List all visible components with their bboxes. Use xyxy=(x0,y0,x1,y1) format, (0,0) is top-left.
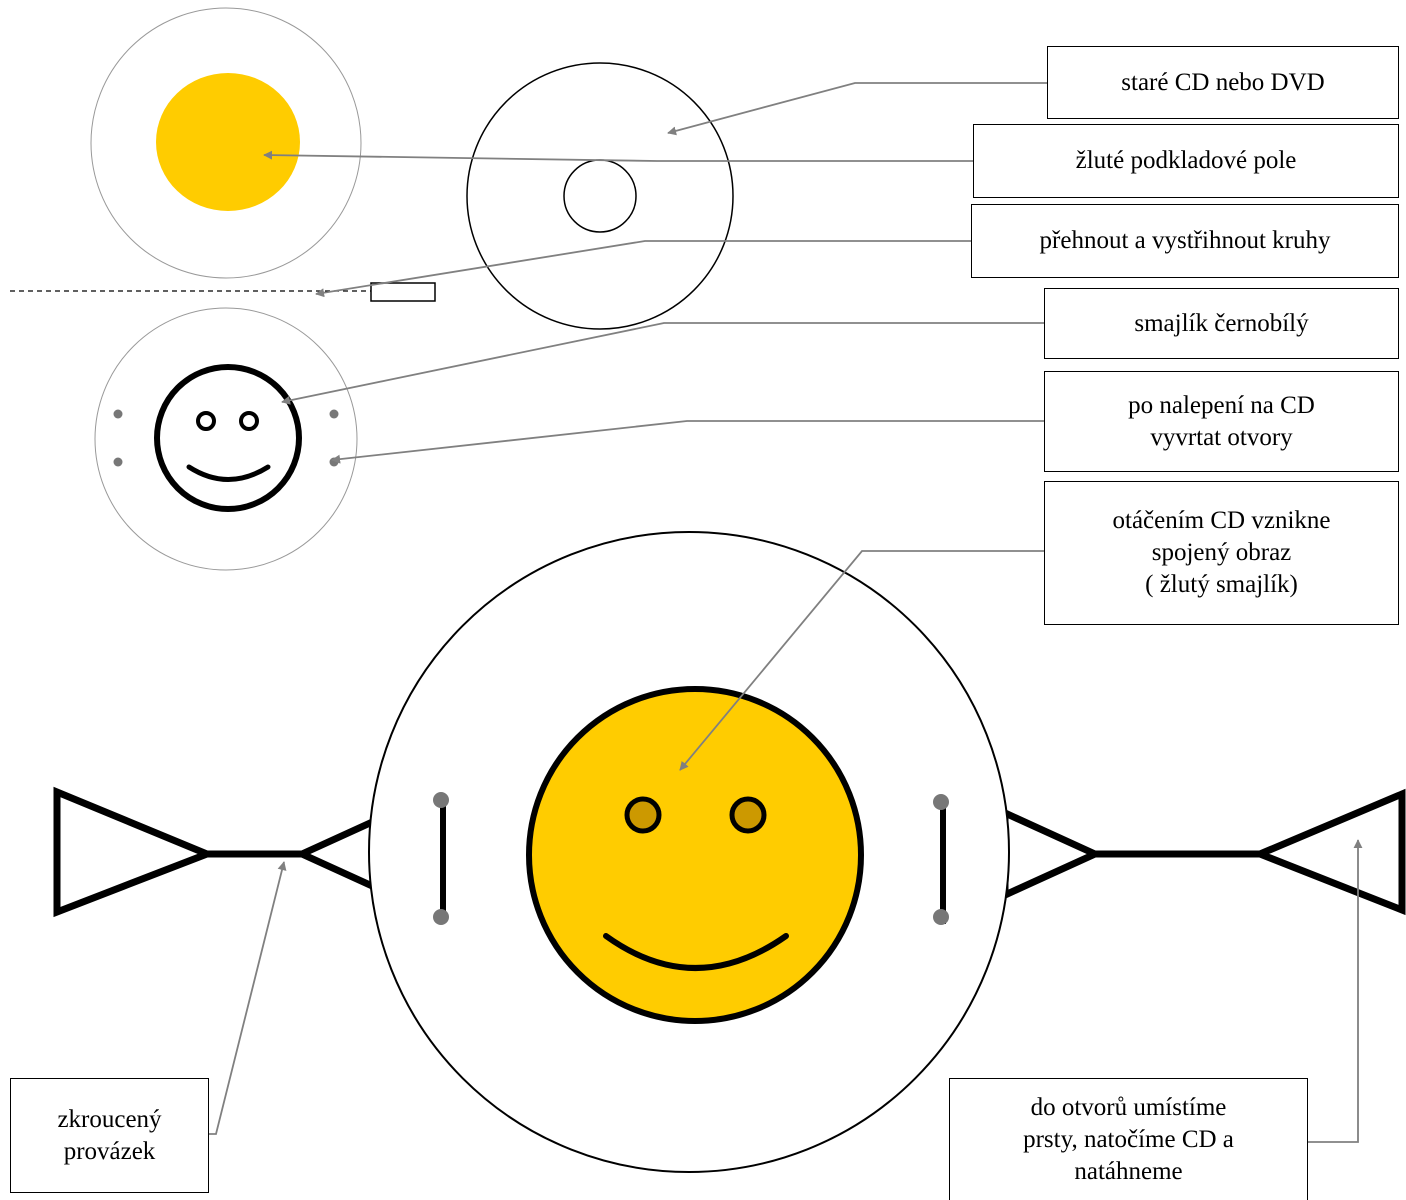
label-twisted-string: zkroucený provázek xyxy=(10,1078,209,1193)
cd-disc xyxy=(466,62,734,330)
hole-marker xyxy=(433,909,449,925)
hole-marker xyxy=(113,457,123,467)
yellow-smiley-eye-left xyxy=(624,796,662,834)
hole-marker xyxy=(933,794,949,810)
string-right xyxy=(1001,788,1406,916)
hole-marker xyxy=(433,792,449,808)
string-left xyxy=(53,786,396,918)
label-smiley-bw-text: smajlík černobílý xyxy=(1134,309,1309,337)
pointer-cd xyxy=(667,82,1047,136)
pointer-fold-line xyxy=(315,240,973,298)
label-drill-holes-text: po nalepení na CD vyvrtat otvory xyxy=(1128,391,1315,451)
big-cd xyxy=(368,531,1010,1173)
label-instructions-text: do otvorů umístíme prsty, natočíme CD a … xyxy=(1023,1093,1234,1185)
pointer-instructions xyxy=(1308,839,1363,1143)
label-cd-dvd: staré CD nebo DVD xyxy=(1047,46,1399,119)
fold-tab xyxy=(370,282,436,302)
label-smiley-bw: smajlík černobílý xyxy=(1044,288,1399,359)
cd-center-hole xyxy=(563,159,637,233)
hole-marker xyxy=(329,409,339,419)
pointer-smiley-bw xyxy=(281,322,1044,405)
hole-marker xyxy=(933,909,949,925)
label-fold-cut-text: přehnout a vystřihnout kruhy xyxy=(1039,227,1331,254)
pointer-combined xyxy=(679,550,1044,771)
label-yellow-field-text: žluté podkladové pole xyxy=(1075,147,1297,174)
label-cd-dvd-text: staré CD nebo DVD xyxy=(1121,68,1325,96)
hole-marker xyxy=(113,409,123,419)
label-combined-image: otáčením CD vznikne spojený obraz ( žlut… xyxy=(1044,481,1399,625)
paper-disc-smiley xyxy=(94,307,358,571)
bw-smiley-mouth xyxy=(186,464,271,482)
paper-disc-yellow xyxy=(90,7,362,279)
yellow-smiley-face xyxy=(526,686,864,1024)
label-yellow-field: žluté podkladové pole xyxy=(973,124,1399,198)
pointer-yellow-field xyxy=(263,150,973,162)
label-drill-holes: po nalepení na CD vyvrtat otvory xyxy=(1044,371,1399,472)
pointer-holes xyxy=(331,420,1044,464)
label-twisted-string-text: zkroucený provázek xyxy=(57,1105,162,1165)
label-fold-cut: přehnout a vystřihnout kruhy xyxy=(971,204,1399,278)
yellow-field xyxy=(156,73,300,211)
fold-line xyxy=(10,282,436,302)
label-instructions: do otvorů umístíme prsty, natočíme CD a … xyxy=(949,1078,1308,1200)
bw-smiley-eye-left xyxy=(196,411,216,431)
pointer-string xyxy=(209,861,287,1135)
yellow-smiley-mouth xyxy=(603,933,789,971)
pointer-lines xyxy=(209,82,1363,1143)
label-combined-image-text: otáčením CD vznikne spojený obraz ( žlut… xyxy=(1112,507,1331,598)
yellow-smiley-eye-right xyxy=(729,796,767,834)
bw-smiley-face xyxy=(154,364,302,512)
bw-smiley-eye-right xyxy=(239,411,259,431)
